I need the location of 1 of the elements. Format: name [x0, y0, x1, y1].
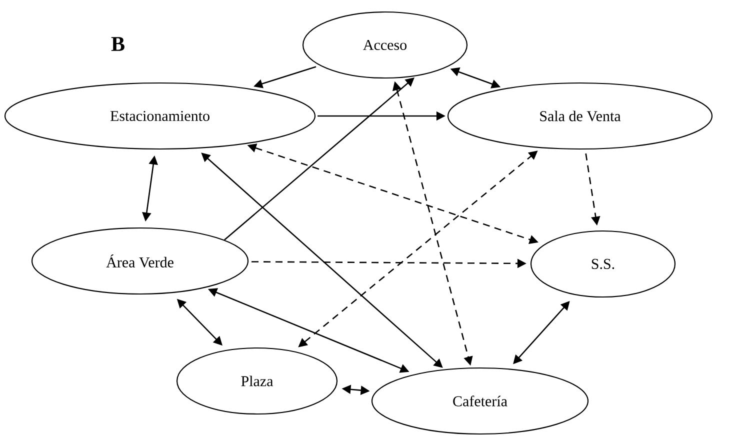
panel-letter: B	[111, 37, 124, 51]
